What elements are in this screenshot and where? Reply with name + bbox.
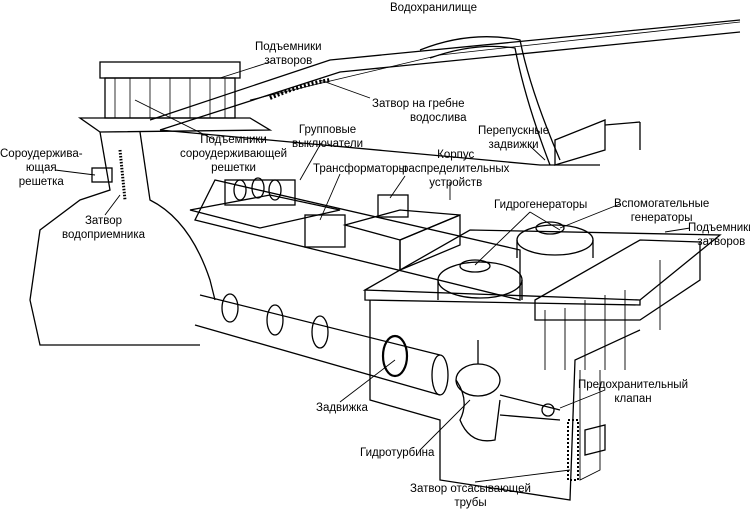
leader-lines xyxy=(54,61,691,483)
label-line: решетка xyxy=(18,176,64,188)
label-line: Групповые xyxy=(298,124,357,136)
label-line: ющая xyxy=(25,162,57,174)
turbine xyxy=(455,340,561,442)
label-line: выключатели xyxy=(292,138,364,150)
label-line: генераторы xyxy=(630,212,693,224)
dam-crest xyxy=(149,19,741,166)
label-line: Подъемники xyxy=(255,41,322,53)
label-line: распределительных xyxy=(402,163,510,175)
label-line: клапан xyxy=(614,393,652,405)
top-hoist-structure xyxy=(77,61,273,133)
label-relief-valve: Предохранительный клапан xyxy=(578,378,688,406)
bypass-building xyxy=(554,119,641,166)
label-auxiliary-generators: Вспомогательные генераторы xyxy=(614,197,709,225)
label-line: решетки xyxy=(211,162,256,174)
label-line: устройств xyxy=(429,177,483,189)
label-line: Перепускные xyxy=(478,125,550,137)
label-line: Корпус xyxy=(437,149,475,161)
label-transformers: Трансформаторы xyxy=(313,163,407,175)
label-line: трубы xyxy=(454,497,487,509)
substructure xyxy=(369,300,641,501)
label-trash-rack: Сороудержива- ющая решетка xyxy=(0,147,83,189)
label-line: Затвор отсасывающей xyxy=(410,483,531,495)
label-intake-gate: Затвор водоприемника xyxy=(62,214,145,242)
dam-body xyxy=(29,129,600,346)
label-group-switches: Групповые выключатели xyxy=(292,123,363,151)
label-gate-valve: Задвижка xyxy=(316,402,368,414)
label-line: Сороудержива- xyxy=(0,148,83,160)
label-line: сороудерживающей xyxy=(180,148,288,160)
penstock xyxy=(194,293,449,396)
label-reservoir: Водохранилище xyxy=(390,2,477,14)
label-line: Предохранительный xyxy=(578,379,688,391)
label-hydroturbine: Гидротурбина xyxy=(360,447,435,459)
label-line: Подъемники xyxy=(688,222,750,234)
label-line: задвижки xyxy=(488,139,539,151)
label-gate-hoists-top: Подъемники затворов xyxy=(255,40,322,68)
label-trash-rack-hoists: Подъемники сороудерживающей решетки xyxy=(180,133,287,175)
switchyard xyxy=(189,177,341,229)
label-line: водослива xyxy=(410,112,467,124)
label-gate-hoists-right: Подъемники затворов xyxy=(688,221,750,249)
label-spillway-crest-gate: Затвор на гребне водослива xyxy=(370,97,467,125)
label-draft-tube-gate: Затвор отсасывающей трубы xyxy=(410,482,531,510)
label-switchgear-building: Корпус распределительных устройств xyxy=(402,148,509,190)
label-line: Затвор на гребне xyxy=(372,98,465,110)
label-line: затворов xyxy=(264,55,313,67)
label-line: затворов xyxy=(697,236,746,248)
label-line: Затвор xyxy=(84,215,123,227)
label-bypass-valves: Перепускные задвижки xyxy=(478,124,549,152)
powerhouse xyxy=(362,221,722,370)
transformers-and-building xyxy=(304,194,461,271)
label-hydrogenerators: Гидрогенераторы xyxy=(494,199,588,211)
label-line: водоприемника xyxy=(62,229,146,241)
label-line: Подъемники xyxy=(200,134,267,146)
label-line: Вспомогательные xyxy=(614,198,710,210)
